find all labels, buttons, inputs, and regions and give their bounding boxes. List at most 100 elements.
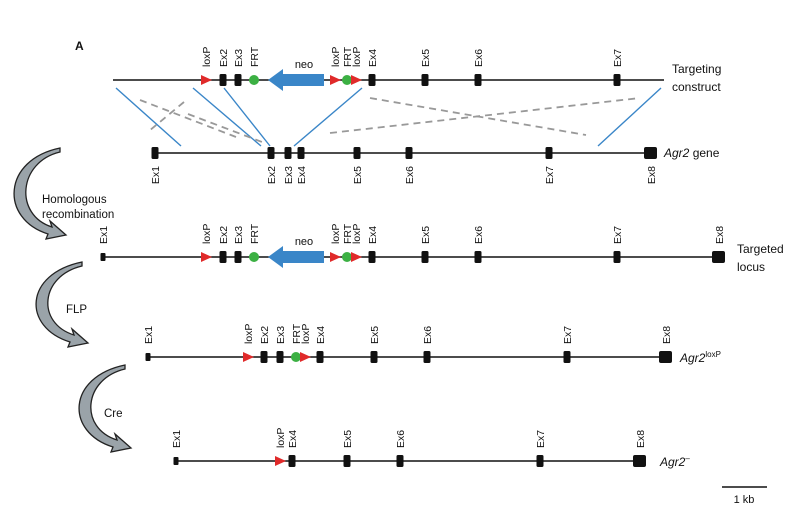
frt-site bbox=[249, 252, 259, 262]
exon-block bbox=[545, 147, 553, 159]
exon-label: Ex6 bbox=[395, 430, 407, 448]
exon-label: Ex6 bbox=[422, 326, 434, 344]
exon-block bbox=[288, 455, 296, 467]
exon-block bbox=[353, 147, 361, 159]
exon-label: Ex3 bbox=[275, 326, 287, 344]
loxp-label: loxP bbox=[330, 47, 342, 67]
exon-label: Ex2 bbox=[259, 326, 271, 344]
exon-block bbox=[613, 251, 621, 263]
exon-label: Ex4 bbox=[315, 326, 327, 344]
exon-label: Ex4 bbox=[367, 226, 379, 244]
exon-block bbox=[421, 74, 429, 86]
exon-block bbox=[396, 455, 404, 467]
homology-line bbox=[597, 87, 662, 147]
exon-label: Ex1 bbox=[143, 326, 155, 344]
exon-block bbox=[370, 351, 378, 363]
exon-block bbox=[284, 147, 292, 159]
step-label: FLP bbox=[66, 304, 87, 316]
homology-line bbox=[223, 87, 271, 147]
exon-block bbox=[421, 251, 429, 263]
exon-block bbox=[423, 351, 431, 363]
exon-label: Ex1 bbox=[171, 430, 183, 448]
loxp-label: loxP bbox=[201, 47, 213, 67]
exon-block bbox=[151, 147, 159, 159]
neo-label: neo bbox=[295, 59, 313, 71]
exon-label: Ex5 bbox=[352, 166, 364, 184]
loxp-label: loxP bbox=[300, 324, 312, 344]
exon-label: Ex6 bbox=[473, 49, 485, 67]
exon-label: Ex4 bbox=[367, 49, 379, 67]
step-cre: Cre bbox=[78, 364, 133, 453]
loxp-label: loxP bbox=[351, 224, 363, 244]
exon-block bbox=[267, 147, 275, 159]
step-label: Homologous bbox=[42, 194, 107, 206]
exon-block bbox=[173, 457, 179, 465]
exon-label: Ex5 bbox=[342, 430, 354, 448]
homology-line bbox=[192, 87, 262, 147]
exon-block bbox=[613, 74, 621, 86]
frt-site bbox=[342, 75, 352, 85]
row-name: Targeted bbox=[737, 242, 784, 256]
scale-bar: 1 kb bbox=[722, 486, 767, 506]
exon-label: Ex2 bbox=[218, 226, 230, 244]
exon-block bbox=[368, 251, 376, 263]
exon-block bbox=[474, 251, 482, 263]
frt-site bbox=[249, 75, 259, 85]
frt-label: FRT bbox=[249, 46, 261, 67]
loxp-site bbox=[201, 75, 212, 85]
homology-line bbox=[115, 87, 182, 147]
exon-label: Ex7 bbox=[562, 326, 574, 344]
exon-label: Ex3 bbox=[233, 49, 245, 67]
step-label: recombination bbox=[42, 209, 114, 221]
exon-block bbox=[644, 147, 657, 159]
loxp-label: loxP bbox=[243, 324, 255, 344]
step-label: Cre bbox=[104, 408, 123, 420]
exon-label: Ex3 bbox=[233, 226, 245, 244]
loxp-label: loxP bbox=[330, 224, 342, 244]
homology-connectors bbox=[115, 87, 662, 147]
loxp-site bbox=[351, 75, 362, 85]
exon-label: Ex7 bbox=[544, 166, 556, 184]
exon-label: Ex5 bbox=[420, 49, 432, 67]
exon-label: Ex1 bbox=[150, 166, 162, 184]
neo-label: neo bbox=[295, 236, 313, 248]
loxp-site bbox=[300, 352, 311, 362]
exon-block bbox=[563, 351, 571, 363]
exon-label: Ex8 bbox=[646, 166, 658, 184]
frt-label: FRT bbox=[342, 223, 354, 244]
loxp-site bbox=[330, 75, 341, 85]
exon-block bbox=[297, 147, 305, 159]
row-name: Agr2 gene bbox=[663, 146, 720, 160]
exon-label: Ex2 bbox=[266, 166, 278, 184]
loxp-site bbox=[201, 252, 212, 262]
exon-block bbox=[712, 251, 725, 263]
row-name: construct bbox=[672, 80, 721, 94]
exon-label: Ex8 bbox=[714, 226, 726, 244]
row-name: Agr2– bbox=[659, 454, 690, 469]
frt-label: FRT bbox=[291, 323, 303, 344]
curved-arrow-icon bbox=[78, 364, 133, 453]
exon-label: Ex5 bbox=[369, 326, 381, 344]
loxp-site bbox=[243, 352, 254, 362]
exon-label: Ex6 bbox=[404, 166, 416, 184]
loxp-label: loxP bbox=[275, 428, 287, 448]
row-name: Agr2loxP bbox=[679, 350, 721, 365]
panel-label: A bbox=[75, 39, 84, 53]
crossover-line bbox=[187, 113, 263, 143]
exon-block bbox=[260, 351, 268, 363]
frt-label: FRT bbox=[249, 223, 261, 244]
crossover-line bbox=[148, 101, 185, 132]
exon-block bbox=[368, 74, 376, 86]
exon-block bbox=[145, 353, 151, 361]
exon-block bbox=[234, 251, 242, 263]
exon-block bbox=[316, 351, 324, 363]
crossover-line bbox=[369, 97, 587, 136]
exon-label: Ex6 bbox=[473, 226, 485, 244]
exon-label: Ex7 bbox=[535, 430, 547, 448]
exon-label: Ex8 bbox=[635, 430, 647, 448]
